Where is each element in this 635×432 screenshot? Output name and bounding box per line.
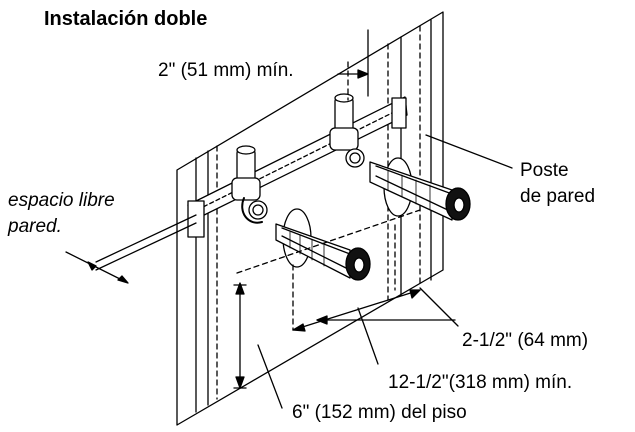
floor-height-label: 6" (152 mm) del piso [292,402,467,423]
center-spacing-label: 2-1/2" (64 mm) [462,330,589,351]
min-spacing-label: 12-1/2"(318 mm) mín. [388,372,573,393]
center-dimension [316,287,459,327]
clearance-lines [65,214,197,284]
top-min-label: 2" (51 mm) mín. [158,60,294,81]
clearance-label-line1: espacio libre [8,190,115,211]
right-valve-body [329,93,365,168]
right-valve-outlet [369,157,471,221]
floor-dimension [233,282,283,409]
diagram-title: Instalación doble [44,8,208,30]
stud-label-line2: de pared [520,186,596,207]
stud-leader [425,134,513,169]
left-valve-body [231,145,268,224]
stud-label-line1: Poste [520,160,569,181]
top-min-dimension [337,29,369,101]
spacing-dimension [236,209,421,365]
left-valve-outlet [275,208,371,281]
clearance-label-line2: pared. [8,216,62,237]
